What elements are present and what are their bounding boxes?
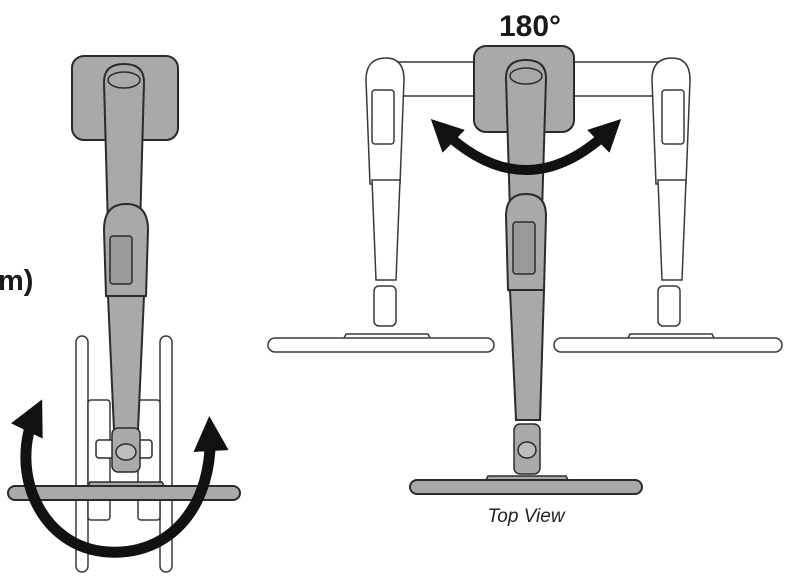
- top-view: [267, 45, 783, 495]
- center-desk-base-bar: [409, 479, 643, 495]
- curved-double-arrow-icon: [430, 119, 622, 175]
- desk-base-bar: [7, 485, 241, 501]
- side-view-arm: [7, 55, 241, 573]
- center-base-pivot: [482, 423, 572, 485]
- top-view-caption: Top View: [487, 506, 565, 527]
- partial-side-label: m): [0, 265, 33, 297]
- rotation-angle-label: 180°: [499, 10, 561, 43]
- center-lower-arm: [508, 289, 546, 421]
- ghost-arm-right: [553, 57, 783, 353]
- circular-rotation-arrow-icon: [10, 399, 229, 558]
- ghost-arm-left: [267, 57, 495, 353]
- lower-arm: [106, 295, 146, 431]
- center-upper-arm: [504, 58, 548, 213]
- upper-arm: [102, 62, 146, 229]
